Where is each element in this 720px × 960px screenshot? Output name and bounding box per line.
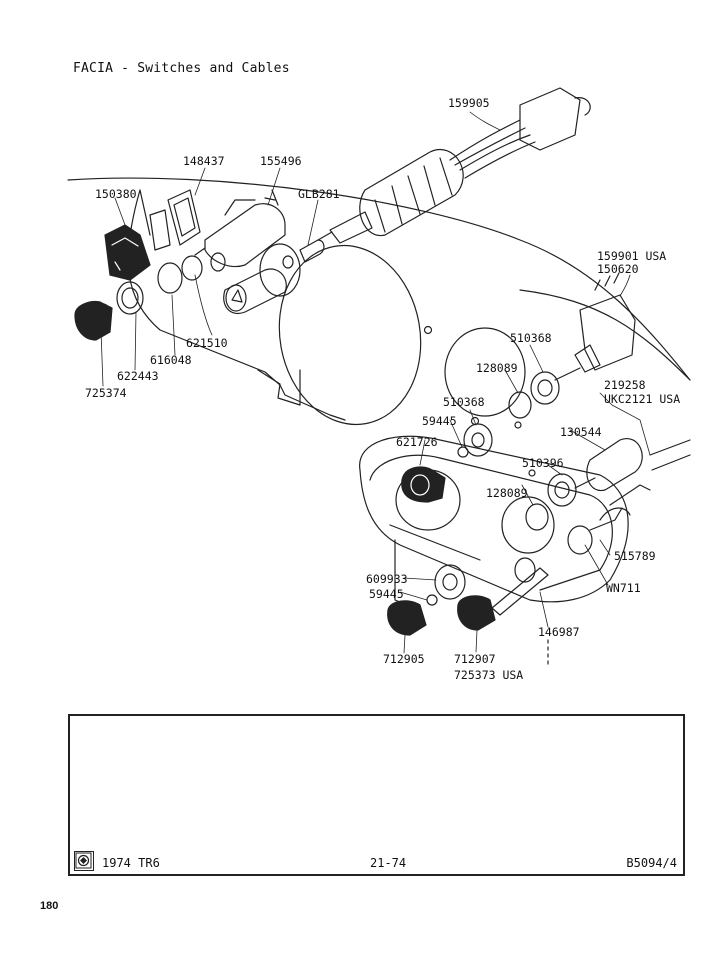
label-621510: 621510 [186, 336, 228, 350]
rocker-switch-150380 [104, 224, 151, 281]
label-712905: 712905 [383, 652, 425, 666]
label-59445-lower: 59445 [369, 587, 404, 601]
label-155496: 155496 [260, 154, 302, 168]
label-510396: 510396 [522, 456, 564, 470]
label-148437: 148437 [183, 154, 225, 168]
label-159901-usa: 159901 USA [597, 249, 666, 263]
label-159905: 159905 [448, 96, 490, 110]
label-725373-usa: 725373 USA [454, 668, 523, 682]
label-128089-lower: 128089 [486, 486, 528, 500]
label-510368-upper: 510368 [510, 331, 552, 345]
page-reference: 21-74 [370, 856, 407, 870]
label-59445-upper: 59445 [422, 414, 457, 428]
label-510368-lower: 510368 [443, 395, 485, 409]
catalog-reference: B5094/4 [626, 856, 677, 870]
page-number: 180 [40, 900, 59, 912]
label-725374: 725374 [85, 386, 127, 400]
label-621726: 621726 [396, 435, 438, 449]
facia-panel-outline [67, 177, 691, 381]
label-146987: 146987 [538, 625, 580, 639]
dial-aperture [278, 244, 422, 426]
label-WN711: WN711 [606, 581, 641, 595]
lower-sub-panel [359, 435, 629, 603]
model-label: 1974 TR6 [102, 856, 160, 870]
label-515789: 515789 [614, 549, 656, 563]
label-ukc2121-usa: UKC2121 USA [604, 392, 680, 406]
label-616048: 616048 [150, 353, 192, 367]
label-622443: 622443 [117, 369, 159, 383]
manufacturer-logo-icon [74, 851, 94, 871]
label-150620: 150620 [597, 262, 639, 276]
label-712907: 712907 [454, 652, 496, 666]
label-150380: 150380 [95, 187, 137, 201]
page-title: FACIA - Switches and Cables [73, 61, 290, 76]
ignition-switch-body [359, 149, 464, 237]
label-219258: 219258 [604, 378, 646, 392]
label-609933: 609933 [366, 572, 408, 586]
label-130544: 130544 [560, 425, 602, 439]
label-GLB281: GLB281 [298, 187, 340, 201]
label-128089-upper: 128089 [476, 361, 518, 375]
catalog-info-box: 1974 TR6 21-74 B5094/4 [68, 714, 685, 876]
